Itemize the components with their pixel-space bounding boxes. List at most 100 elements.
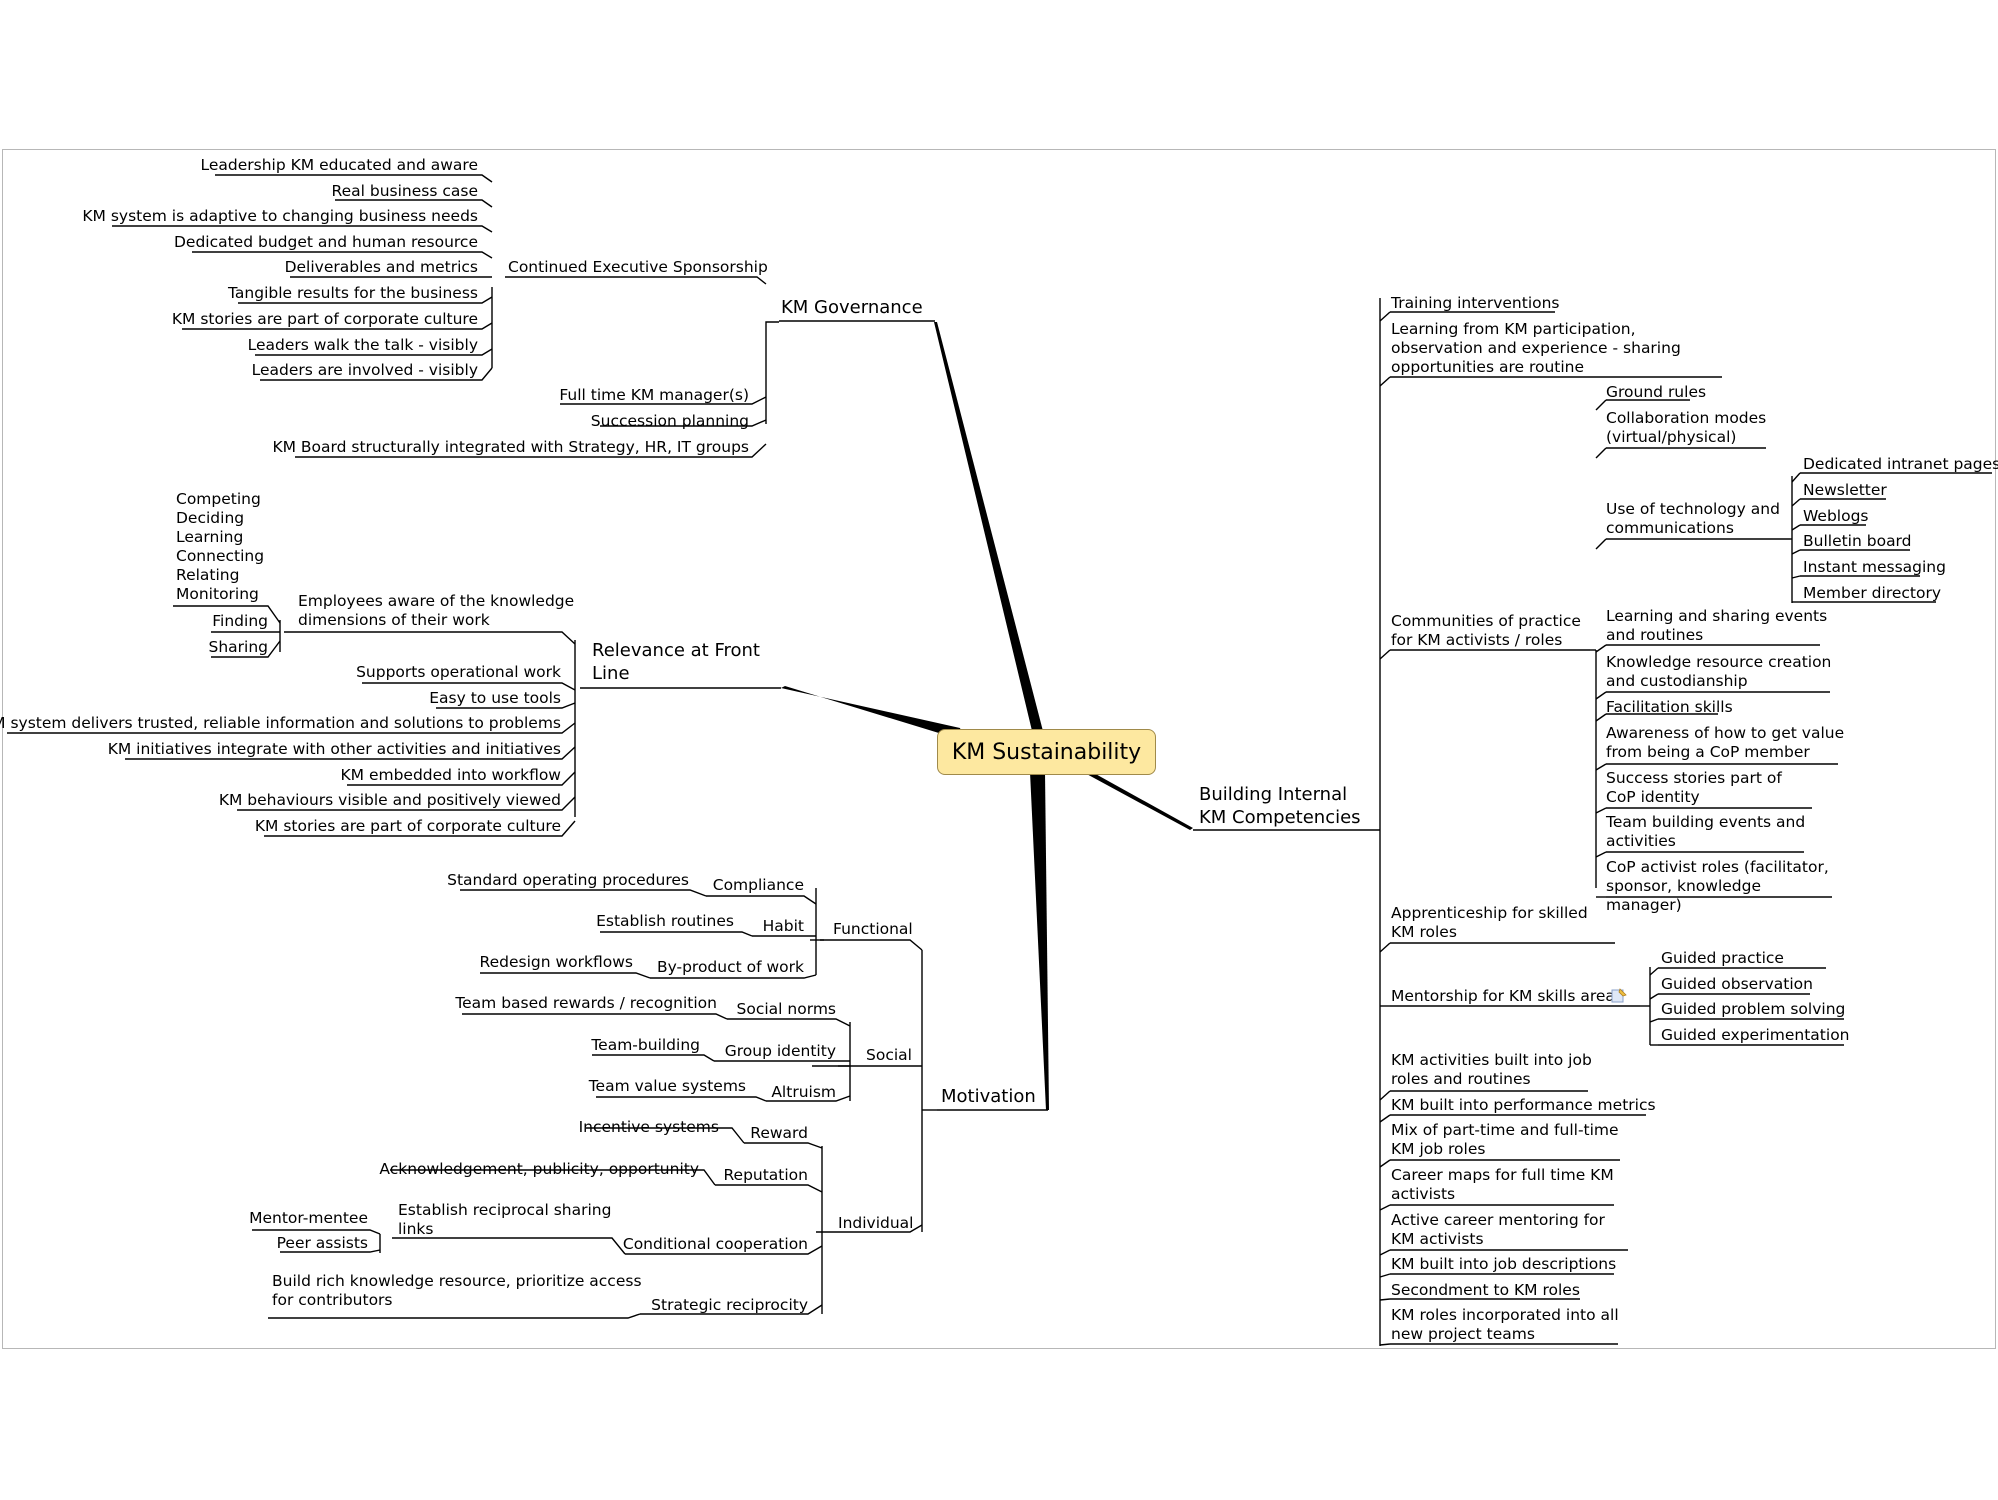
dimension-item[interactable]: Deciding (176, 509, 245, 527)
cop-item[interactable]: Success stories part of CoP identity (1606, 769, 1782, 806)
dimension-item[interactable]: Competing (176, 490, 261, 508)
cop-item[interactable]: Team building events and activities (1606, 813, 1806, 850)
tech-item[interactable]: Newsletter (1803, 481, 1887, 499)
competency-learning[interactable]: Learning from KM participation, observat… (1391, 320, 1681, 376)
motivation-group-identity[interactable]: Group identity (724, 1042, 836, 1060)
note-icon[interactable] (1611, 987, 1627, 1003)
motivation-conditional-cooperation[interactable]: Conditional cooperation (622, 1235, 808, 1253)
map-frame (2, 149, 1996, 1349)
mentorship-item[interactable]: Guided problem solving (1661, 1000, 1846, 1018)
mentorship-item[interactable]: Guided experimentation (1661, 1026, 1850, 1044)
governance-sponsorship-item[interactable]: Tangible results for the business (228, 284, 478, 302)
tech-item[interactable]: Weblogs (1803, 507, 1869, 525)
competency-item[interactable]: KM roles incorporated into all new proje… (1391, 1306, 1619, 1343)
governance-sponsorship-item[interactable]: Leaders walk the talk - visibly (247, 336, 478, 354)
motivation-sub-item[interactable]: Standard operating procedures (447, 871, 689, 889)
competency-item[interactable]: Active career mentoring for KM activists (1391, 1211, 1605, 1248)
tech-item[interactable]: Bulletin board (1803, 532, 1912, 550)
cop-item[interactable]: Knowledge resource creation and custodia… (1606, 653, 1832, 690)
relevance-item[interactable]: KM embedded into workflow (340, 766, 561, 784)
topic-continued-executive-sponsorship[interactable]: Continued Executive Sponsorship (508, 258, 768, 276)
dimension-item[interactable]: Relating (176, 566, 240, 584)
motivation-sub-item[interactable]: Team value systems (588, 1077, 746, 1095)
competency-item[interactable]: KM activities built into job roles and r… (1391, 1051, 1592, 1088)
governance-sponsorship-item[interactable]: Leadership KM educated and aware (200, 156, 478, 174)
governance-sponsorship-item[interactable]: Dedicated budget and human resource (173, 233, 478, 251)
motivation-reward[interactable]: Reward (750, 1124, 808, 1142)
motivation-sub-item[interactable]: Establish reciprocal sharing links (398, 1201, 612, 1238)
motivation-links-sub[interactable]: Mentor-mentee (249, 1209, 368, 1227)
cop-item[interactable]: Learning and sharing events and routines (1606, 607, 1828, 644)
topic-building-competencies[interactable]: Building Internal KM Competencies (1199, 784, 1361, 828)
motivation-sub-item[interactable]: Incentive systems (578, 1118, 719, 1136)
motivation-sub-item[interactable]: Team-building (591, 1036, 700, 1054)
cop-item[interactable]: Collaboration modes (virtual/physical) (1606, 409, 1767, 446)
competency-communities-of-practice[interactable]: Communities of practice for KM activists… (1391, 612, 1581, 649)
dimension-item[interactable]: Monitoring (176, 585, 259, 603)
topic-relevance-front-line[interactable]: Relevance at Front Line (592, 640, 760, 684)
motivation-reputation[interactable]: Reputation (723, 1166, 808, 1184)
topic-social[interactable]: Social (866, 1046, 912, 1064)
dimension-sub-finding[interactable]: Finding (212, 612, 268, 630)
dimension-item[interactable]: Learning (176, 528, 244, 546)
motivation-sub-item[interactable]: Build rich knowledge resource, prioritiz… (272, 1272, 642, 1309)
relevance-item[interactable]: KM initiatives integrate with other acti… (107, 740, 561, 758)
central-topic[interactable]: KM Sustainability (937, 729, 1156, 775)
governance-sponsorship-item[interactable]: Deliverables and metrics (284, 258, 478, 276)
dimension-item[interactable]: Connecting (176, 547, 265, 565)
motivation-altruism[interactable]: Altruism (771, 1083, 836, 1101)
topic-individual[interactable]: Individual (838, 1214, 914, 1232)
main-branches (781, 322, 1193, 1110)
topic-km-governance[interactable]: KM Governance (781, 297, 923, 318)
topic-functional[interactable]: Functional (833, 920, 913, 938)
cop-item[interactable]: Awareness of how to get value from being… (1606, 724, 1845, 761)
relevance-item[interactable]: KM behaviours visible and positively vie… (218, 791, 561, 809)
relevance-item[interactable]: KM stories are part of corporate culture (254, 817, 561, 835)
motivation-links-sub[interactable]: Peer assists (276, 1234, 368, 1252)
mentorship-item[interactable]: Guided practice (1661, 949, 1784, 967)
governance-item[interactable]: Succession planning (590, 412, 749, 430)
tech-item[interactable]: Instant messaging (1803, 558, 1946, 576)
competency-item[interactable]: KM built into job descriptions (1391, 1255, 1617, 1273)
governance-sponsorship-item[interactable]: Leaders are involved - visibly (251, 361, 478, 379)
branch-relevance (781, 686, 965, 741)
topic-motivation[interactable]: Motivation (941, 1086, 1036, 1107)
cop-item[interactable]: Use of technology and communications (1606, 500, 1780, 537)
cop-item[interactable]: Ground rules (1606, 383, 1707, 401)
competency-item[interactable]: Career maps for full time KM activists (1391, 1166, 1614, 1203)
motivation-strategic-reciprocity[interactable]: Strategic reciprocity (651, 1296, 808, 1314)
cop-item[interactable]: CoP activist roles (facilitator, sponsor… (1606, 858, 1829, 914)
competency-item[interactable]: Mix of part-time and full-time KM job ro… (1391, 1121, 1619, 1158)
mentorship-item[interactable]: Guided observation (1661, 975, 1813, 993)
competency-item[interactable]: KM built into performance metrics (1391, 1096, 1656, 1114)
branch-governance (934, 322, 1044, 735)
motivation-sub-item[interactable]: Acknowledgement, publicity, opportunity (379, 1160, 699, 1178)
competency-mentorship[interactable]: Mentorship for KM skills areas (1391, 987, 1623, 1005)
relevance-item[interactable]: KM system delivers trusted, reliable inf… (0, 714, 561, 732)
competency-apprenticeship[interactable]: Apprenticeship for skilled KM roles (1391, 904, 1588, 941)
motivation-sub-item[interactable]: Establish routines (596, 912, 734, 930)
competency-item[interactable]: Secondment to KM roles (1391, 1281, 1580, 1299)
motivation-habit[interactable]: Habit (762, 917, 804, 935)
relevance-item[interactable]: Easy to use tools (429, 689, 561, 707)
tech-item[interactable]: Dedicated intranet pages (1803, 455, 1998, 473)
governance-sponsorship-item[interactable]: Real business case (331, 182, 478, 200)
competency-training[interactable]: Training interventions (1391, 294, 1560, 312)
dimension-sub-sharing[interactable]: Sharing (208, 638, 268, 656)
motivation-social-norms[interactable]: Social norms (736, 1000, 836, 1018)
relevance-item[interactable]: Supports operational work (356, 663, 561, 681)
cop-item[interactable]: Facilitation skills (1606, 698, 1733, 716)
motivation-sub-item[interactable]: Team based rewards / recognition (455, 994, 717, 1012)
sub-branches (7, 174, 1992, 1346)
governance-sponsorship-item[interactable]: KM system is adaptive to changing busine… (82, 207, 478, 225)
topic-employees-aware[interactable]: Employees aware of the knowledge dimensi… (298, 592, 575, 629)
governance-item[interactable]: Full time KM manager(s) (559, 386, 749, 404)
governance-item[interactable]: KM Board structurally integrated with St… (272, 438, 749, 456)
governance-sponsorship-item[interactable]: KM stories are part of corporate culture (171, 310, 478, 328)
motivation-compliance[interactable]: Compliance (712, 876, 804, 894)
tech-item[interactable]: Member directory (1803, 584, 1942, 602)
motivation-by-product[interactable]: By-product of work (656, 958, 804, 976)
motivation-sub-item[interactable]: Redesign workflows (479, 953, 633, 971)
branch-motivation (1030, 772, 1049, 1110)
